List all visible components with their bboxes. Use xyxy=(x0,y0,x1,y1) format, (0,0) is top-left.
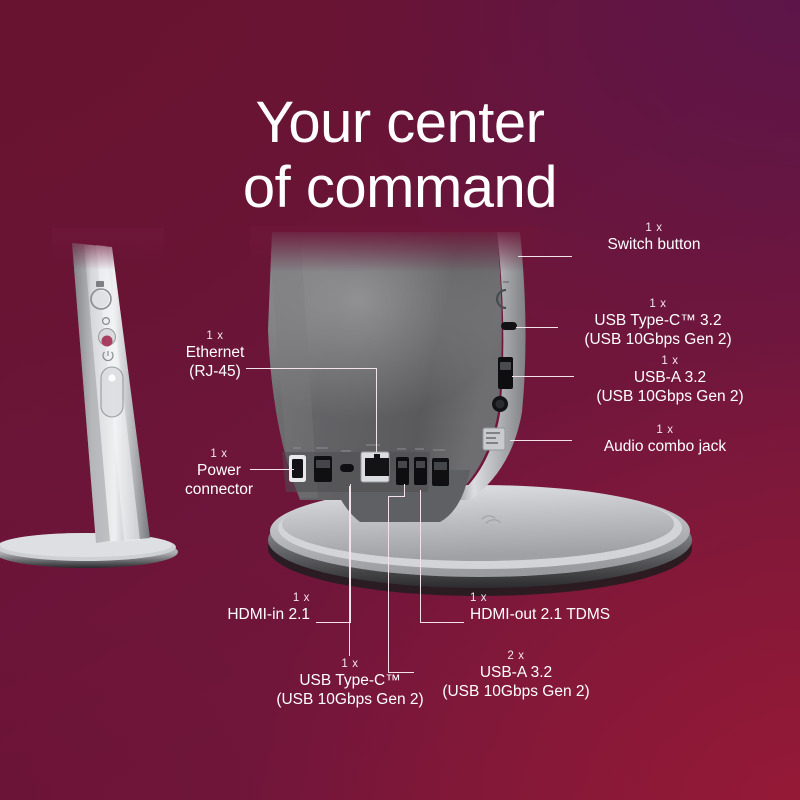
callout-qty: 1 x xyxy=(645,222,663,234)
right-edge-ports-illustration xyxy=(482,281,517,451)
leader-line-hdmi-out-vertical xyxy=(420,490,421,623)
monitor-back-panel-illustration xyxy=(250,226,540,522)
callout-text: Audio combo jack xyxy=(603,438,727,455)
callout-qty: 1 x xyxy=(470,592,488,604)
leader-line-usb-c-bottom-vertical xyxy=(349,486,350,656)
leader-line-ethernet-horizontal xyxy=(246,368,376,369)
callout-qty: 1 x xyxy=(661,355,679,367)
leader-line-usb-a-right xyxy=(512,376,574,377)
leader-line-usb-c-right xyxy=(516,327,558,328)
callout-text-line-2: (USB 10Gbps Gen 2) xyxy=(276,691,424,709)
monitor-base-illustration xyxy=(268,485,692,596)
page-title: Your center of command xyxy=(0,89,800,221)
callout-text-line-1: USB-A 3.2 xyxy=(633,369,707,386)
callout-text: HDMI-out 2.1 TDMS xyxy=(470,606,611,623)
callout-text-line-1: Ethernet xyxy=(185,344,245,361)
callout-ethernet: 1 x Ethernet (RJ-45) xyxy=(140,330,290,382)
leader-line-usb-a-bottom-horizontal xyxy=(388,672,414,673)
callout-text-line-2: (RJ-45) xyxy=(189,363,241,381)
title-line-2: of command xyxy=(242,154,558,220)
leader-line-hdmi-in-horizontal xyxy=(316,622,350,623)
callout-usb-c-right: 1 x USB Type-C™ 3.2 (USB 10Gbps Gen 2) xyxy=(560,298,756,350)
callout-qty: 1 x xyxy=(656,424,674,436)
leader-line-hdmi-in-vertical xyxy=(350,484,351,623)
callout-text-line-1: USB-A 3.2 xyxy=(479,664,553,681)
callout-text-line-1: USB Type-C™ xyxy=(299,672,401,689)
callout-text-line-1: USB Type-C™ 3.2 xyxy=(594,312,722,329)
bottom-port-row-illustration xyxy=(282,444,449,492)
callout-usb-c-bottom: 1 x USB Type-C™ (USB 10Gbps Gen 2) xyxy=(256,658,444,710)
callout-qty: 2 x xyxy=(507,650,525,662)
callout-usb-a-right: 1 x USB-A 3.2 (USB 10Gbps Gen 2) xyxy=(576,355,764,407)
leader-line-switch-button xyxy=(518,256,572,257)
callout-text-line-2: (USB 10Gbps Gen 2) xyxy=(584,331,732,349)
callout-qty: 1 x xyxy=(210,448,228,460)
callout-qty: 1 x xyxy=(206,330,224,342)
leader-line-usb-a-bottom-stub xyxy=(404,484,405,497)
secondary-stand-illustration xyxy=(0,228,178,568)
leader-line-power-connector xyxy=(250,469,294,470)
callout-text-line-2: (USB 10Gbps Gen 2) xyxy=(442,683,590,701)
callout-text: HDMI-in 2.1 xyxy=(227,606,310,623)
leader-line-ethernet-vertical xyxy=(376,368,377,452)
callout-power-connector: 1 x Power connector xyxy=(152,448,286,500)
leader-line-audio-combo-jack xyxy=(510,440,572,441)
leader-line-usb-a-bottom-bridge xyxy=(388,496,404,497)
title-line-1: Your center xyxy=(255,89,545,155)
callout-audio-combo-jack: 1 x Audio combo jack xyxy=(574,424,756,456)
callout-hdmi-in: 1 x HDMI-in 2.1 xyxy=(140,592,310,624)
callout-qty: 1 x xyxy=(341,658,359,670)
callout-text-line-2: (USB 10Gbps Gen 2) xyxy=(596,388,744,406)
callout-usb-a-bottom: 2 x USB-A 3.2 (USB 10Gbps Gen 2) xyxy=(418,650,614,702)
leader-line-hdmi-out-horizontal xyxy=(420,622,464,623)
callout-text: Switch button xyxy=(607,236,701,253)
callout-qty: 1 x xyxy=(292,592,310,604)
callout-switch-button: 1 x Switch button xyxy=(576,222,732,254)
callout-hdmi-out: 1 x HDMI-out 2.1 TDMS xyxy=(470,592,700,624)
leader-line-usb-a-bottom-vertical xyxy=(388,496,389,673)
callout-qty: 1 x xyxy=(649,298,667,310)
callout-text-line-1: Power xyxy=(197,462,241,479)
callout-text-line-2: connector xyxy=(184,481,254,499)
